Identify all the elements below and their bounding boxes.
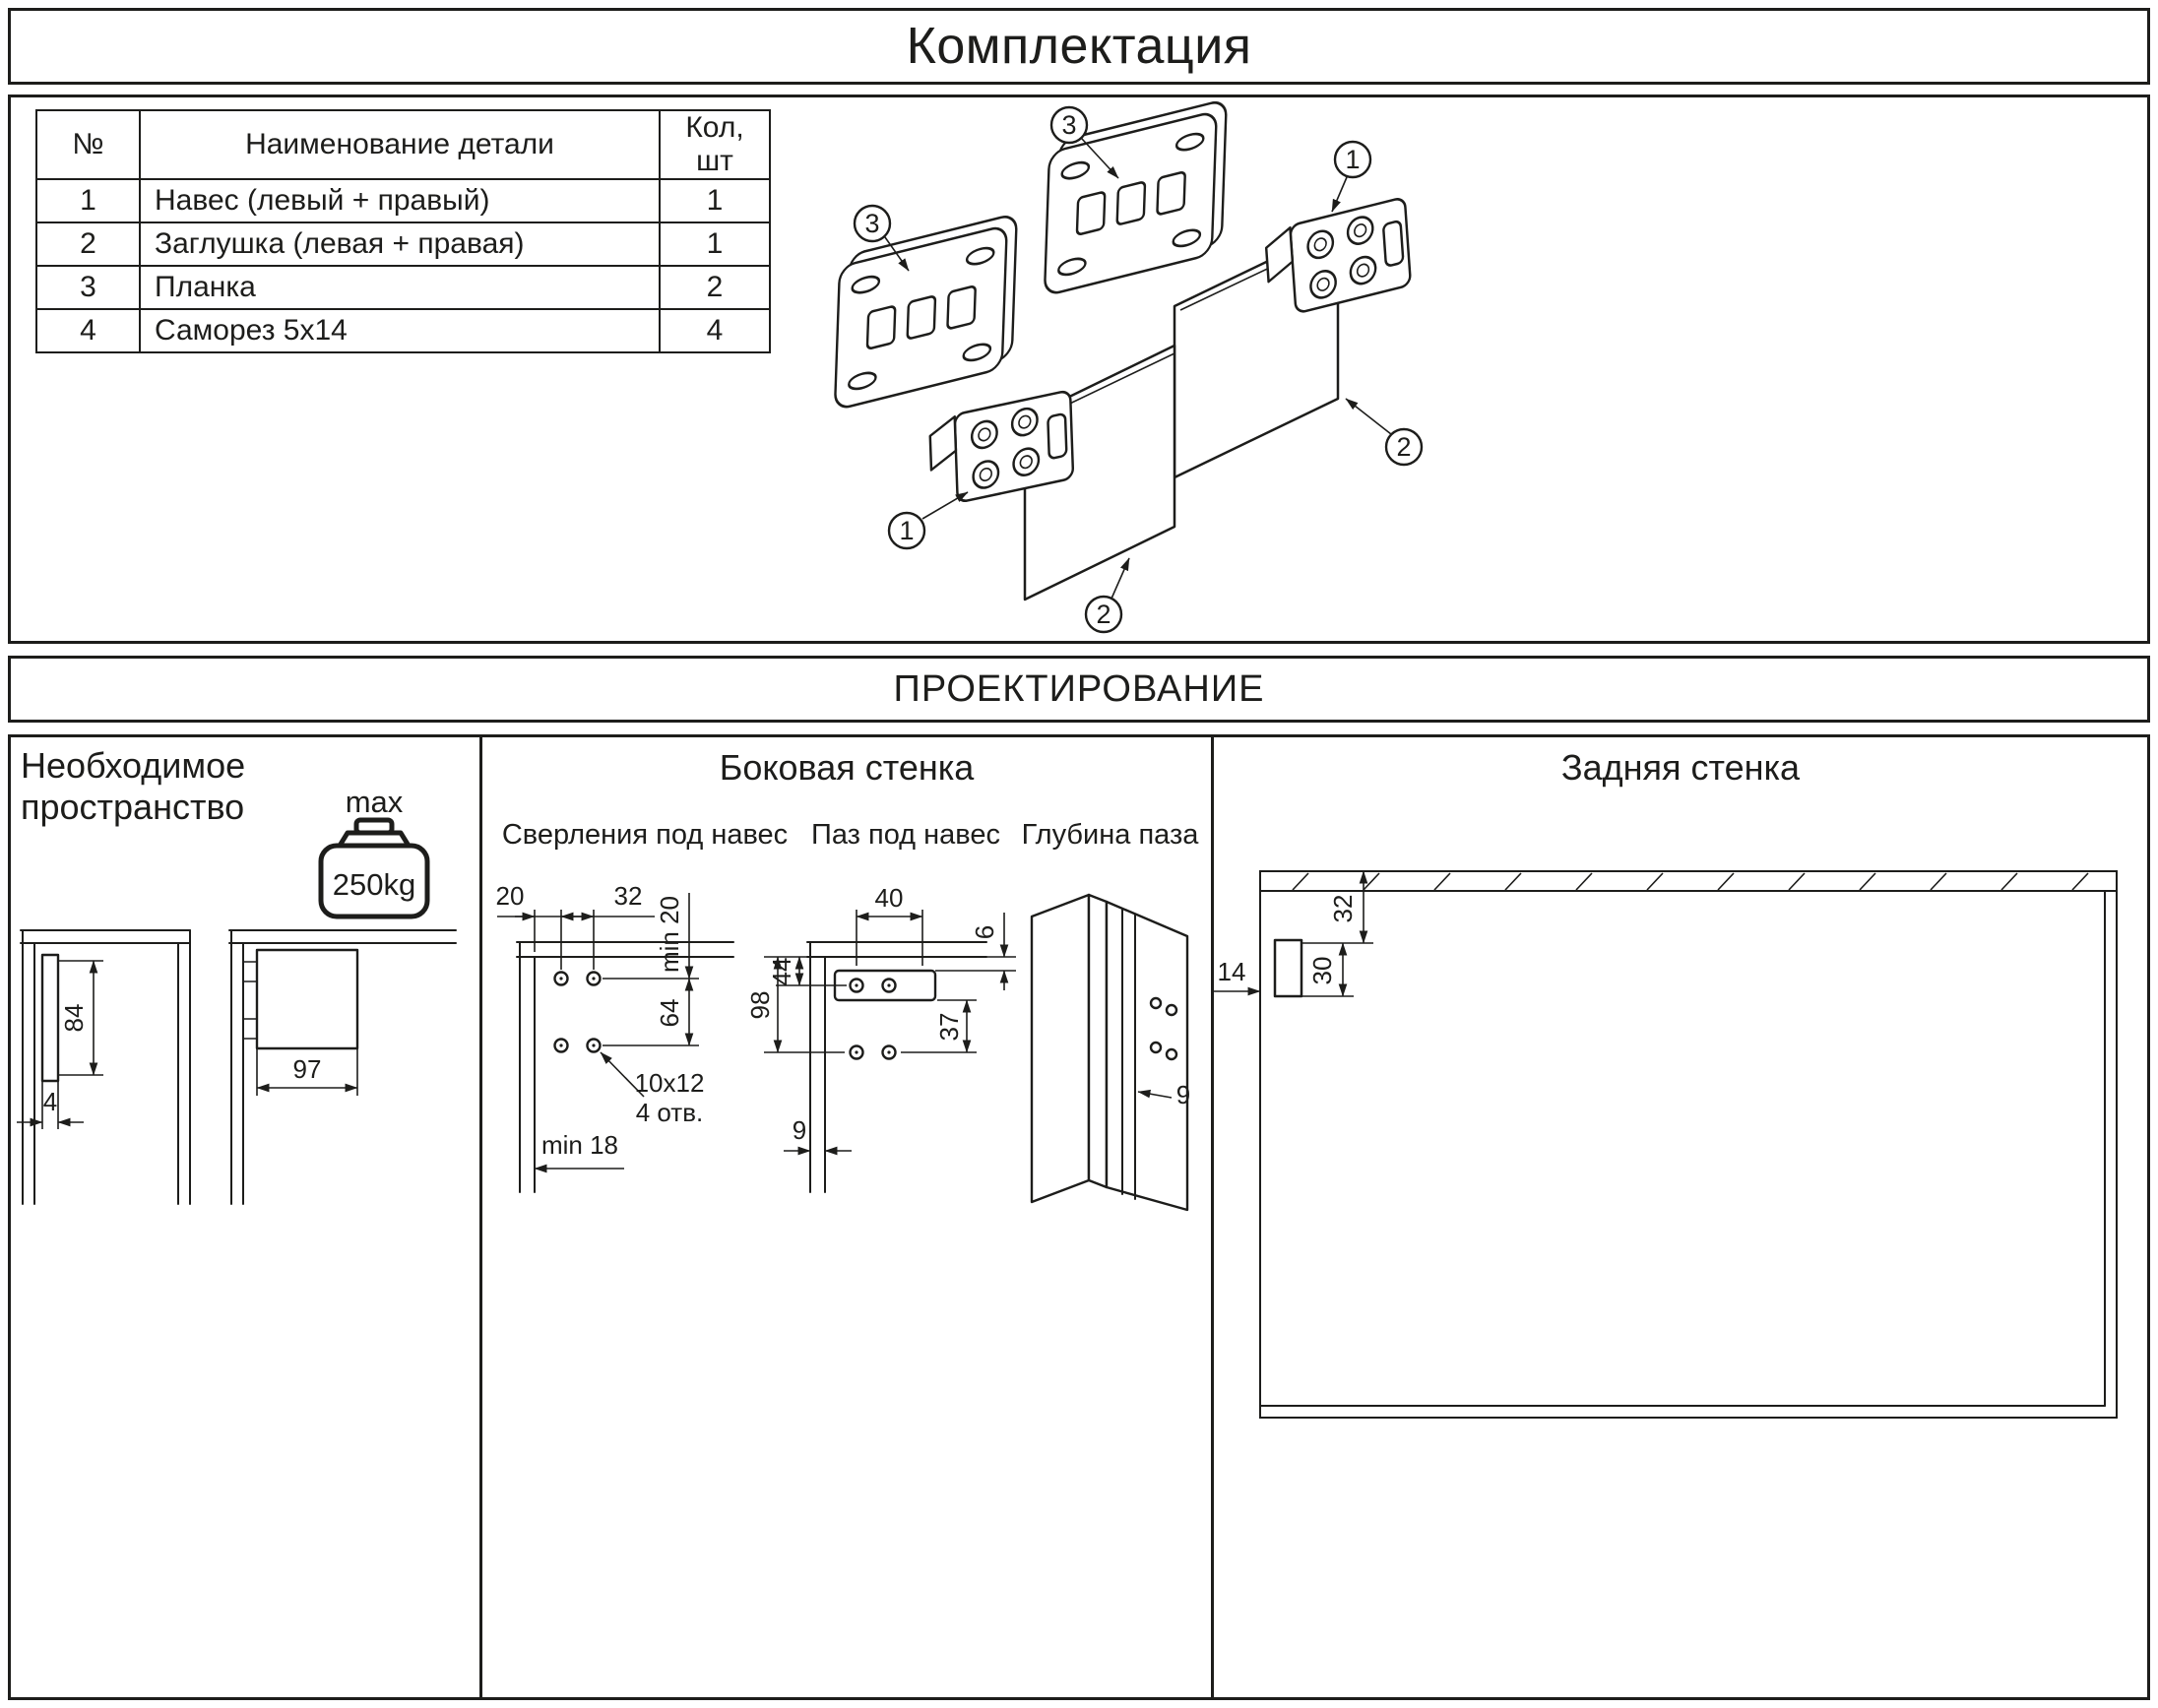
table-row: 4 Саморез 5х14 4 bbox=[35, 308, 771, 353]
svg-text:84: 84 bbox=[59, 1004, 89, 1033]
hanger-bracket-left bbox=[928, 390, 1075, 502]
side-section-drawing-left: 84 4 bbox=[17, 929, 191, 1205]
parts-table: № Наименование детали Кол, шт 1 Навес (л… bbox=[35, 109, 771, 353]
svg-text:97: 97 bbox=[293, 1054, 322, 1084]
part-name-cell: Саморез 5х14 bbox=[139, 308, 661, 353]
hole-count-label: 4 отв. bbox=[636, 1098, 704, 1127]
part-number-cell: 3 bbox=[35, 265, 141, 310]
callout-number: 1 bbox=[899, 516, 914, 545]
mounting-plate-back bbox=[1044, 101, 1228, 294]
part-number-cell: 1 bbox=[35, 178, 141, 223]
design-title-banner: ПРОЕКТИРОВАНИЕ bbox=[8, 656, 2150, 723]
part-name-cell: Навес (левый + правый) bbox=[139, 178, 661, 223]
hanger-bracket-right bbox=[1264, 198, 1412, 313]
dim-84: 84 bbox=[58, 960, 103, 1076]
table-row: 2 Заглушка (левая + правая) 1 bbox=[35, 221, 771, 267]
header-part-name: Наименование детали bbox=[139, 109, 661, 180]
header-quantity: Кол, шт bbox=[659, 109, 771, 180]
dim-64: 64 bbox=[655, 999, 684, 1028]
part-qty-cell: 1 bbox=[659, 178, 771, 223]
part-name-cell: Заглушка (левая + правая) bbox=[139, 221, 661, 267]
drilling-subtitle: Сверления под навес bbox=[501, 819, 789, 851]
groove-subtitle: Паз под навес bbox=[810, 819, 1001, 851]
callout-number: 3 bbox=[1061, 110, 1076, 140]
kit-section: № Наименование детали Кол, шт 1 Навес (л… bbox=[8, 95, 2150, 644]
dim-32: 32 bbox=[614, 881, 643, 911]
callout-plate-back: 3 bbox=[1049, 105, 1119, 179]
back-wall-outline bbox=[1259, 870, 2118, 1419]
callout-plate-front: 3 bbox=[853, 204, 910, 272]
callout-number: 2 bbox=[1096, 600, 1111, 629]
exploded-view-diagram: 3 3 1 1 2 2 bbox=[834, 101, 1424, 634]
kit-title-banner: Комплектация bbox=[8, 8, 2150, 85]
design-title: ПРОЕКТИРОВАНИЕ bbox=[893, 667, 1265, 710]
max-weight-icon: max 250kg bbox=[318, 785, 430, 919]
required-space-drawings: max 250kg 84 bbox=[17, 785, 457, 1205]
side-wall-title: Боковая стенка bbox=[719, 747, 975, 788]
page-title: Комплектация bbox=[906, 18, 1252, 75]
part-name-cell: Планка bbox=[139, 265, 661, 310]
parts-table-header-row: № Наименование детали Кол, шт bbox=[35, 109, 771, 180]
dim-30: 30 bbox=[1301, 942, 1354, 997]
groove-depth-subtitle: Глубина паза bbox=[1021, 819, 1199, 851]
back-wall-panel: Задняя стенка 14 32 bbox=[1214, 737, 2147, 1697]
part-qty-cell: 2 bbox=[659, 265, 771, 310]
table-row: 1 Навес (левый + правый) 1 bbox=[35, 178, 771, 223]
callout-hanger-left: 1 bbox=[887, 491, 969, 550]
max-label: max bbox=[346, 785, 404, 819]
part-qty-cell: 1 bbox=[659, 221, 771, 267]
dim-20: 20 bbox=[496, 881, 525, 911]
header-number: № bbox=[35, 109, 141, 180]
dim-44: 44 bbox=[767, 958, 796, 986]
table-row: 3 Планка 2 bbox=[35, 265, 771, 310]
mounting-plate-front bbox=[834, 215, 1018, 409]
svg-text:14: 14 bbox=[1218, 957, 1246, 986]
side-wall-drawings: 20 32 min 20 64 10х12 4 отв. min 18 bbox=[496, 881, 1190, 1212]
design-section: Необходимое пространство max 250kg bbox=[8, 734, 2150, 1700]
callout-panel-right: 2 bbox=[1345, 398, 1424, 467]
part-number-cell: 4 bbox=[35, 308, 141, 353]
dim-min-20: min 20 bbox=[655, 896, 684, 973]
svg-text:32: 32 bbox=[1328, 895, 1358, 923]
dim-9: 9 bbox=[793, 1115, 806, 1145]
dim-min-18: min 18 bbox=[541, 1130, 618, 1160]
callout-number: 3 bbox=[864, 209, 879, 238]
back-wall-drawing: 14 32 30 bbox=[1214, 870, 2118, 1419]
dim-97: 97 bbox=[256, 1048, 358, 1096]
required-space-title: Необходимое пространство bbox=[21, 745, 246, 827]
groove-depth-diagram: 9 bbox=[1030, 893, 1190, 1212]
callout-number: 2 bbox=[1396, 432, 1411, 462]
weight-value: 250kg bbox=[333, 867, 415, 902]
part-number-cell: 2 bbox=[35, 221, 141, 267]
back-wall-title: Задняя стенка bbox=[1560, 747, 1801, 788]
side-section-drawing-right: 97 bbox=[228, 929, 457, 1205]
callout-panel-left: 2 bbox=[1084, 557, 1130, 634]
callout-hanger-right: 1 bbox=[1331, 140, 1372, 213]
dim-40: 40 bbox=[875, 883, 904, 913]
dim-6: 6 bbox=[970, 925, 999, 939]
dim-groove-depth-9: 9 bbox=[1176, 1080, 1190, 1109]
hole-size-label: 10х12 bbox=[635, 1068, 705, 1098]
part-qty-cell: 4 bbox=[659, 308, 771, 353]
svg-text:4: 4 bbox=[43, 1087, 57, 1116]
dim-37: 37 bbox=[934, 1013, 964, 1042]
dim-4: 4 bbox=[17, 1081, 84, 1129]
svg-text:30: 30 bbox=[1307, 957, 1337, 985]
side-wall-panel: Боковая стенка Сверления под навес Паз п… bbox=[482, 737, 1214, 1697]
dim-32: 32 bbox=[1301, 870, 1373, 944]
drilling-diagram: 20 32 min 20 64 10х12 4 отв. min 18 bbox=[496, 881, 734, 1193]
callout-number: 1 bbox=[1345, 145, 1360, 174]
groove-diagram: 40 6 44 98 37 9 bbox=[745, 883, 1016, 1193]
dim-14: 14 bbox=[1214, 957, 1261, 996]
dim-98: 98 bbox=[745, 991, 775, 1020]
required-space-panel: Необходимое пространство max 250kg bbox=[11, 737, 482, 1697]
